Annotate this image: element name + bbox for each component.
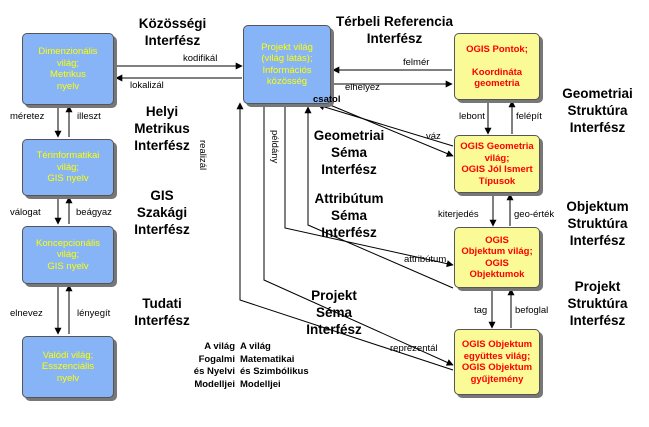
arrow-objektum-projekt <box>304 106 454 289</box>
iface-gis-szakagi: GIS Szakági Interfész <box>134 188 190 237</box>
arrow-vaz <box>317 103 454 147</box>
iface-projekt-struktura: Projekt Struktúra Interfész <box>567 279 628 328</box>
box-terinformatikai-vilag: Térinformatikai világ; GIS nyelv <box>22 139 114 196</box>
label-lenyegit: lényegít <box>77 308 111 319</box>
label-kiterjedes: kiterjedés <box>438 209 479 220</box>
label-csatol: csatol <box>313 94 341 105</box>
arrow-peldany <box>263 107 454 366</box>
box-ogis-egyuttes: OGIS Objektum együttes világ; OGIS Objek… <box>454 329 540 395</box>
box-projekt-vilag: Projekt világ (világ látás); Információs… <box>243 25 331 104</box>
arrow-realizal <box>236 102 454 371</box>
box-valodi-vilag: Valódi világ; Esszenciális nyelv <box>22 336 114 398</box>
iface-geometriai-struktura: Geometriai Struktúra Interfész <box>562 86 633 135</box>
iface-projekt-sema: Projekt Séma Interfész <box>306 288 362 337</box>
label-illeszt: illeszt <box>77 111 101 122</box>
label-attributum: attribútum <box>404 254 447 265</box>
iface-objektum-struktura: Objektum Struktúra Interfész <box>566 199 629 248</box>
arrow-attributum <box>284 107 454 268</box>
iface-geometriai-sema: Geometriai Séma Interfész <box>313 128 385 177</box>
label-befoglal: befoglal <box>515 305 549 316</box>
box-ogis-geometria: OGIS Geometria világ; OGIS Jól Ismert Tí… <box>454 135 540 193</box>
label-tag: tag <box>474 305 488 316</box>
box-ogis-pontok: OGIS Pontok; Koordináta geometria <box>454 33 540 100</box>
label-realizal: realizál <box>197 140 208 171</box>
label-beagyaz: beágyaz <box>76 207 112 218</box>
label-elnevez: elnevez <box>10 308 43 319</box>
label-valogat: válogat <box>10 207 41 218</box>
label-elhelyez: elhelyez <box>345 82 380 93</box>
iface-tudati: Tudati Interfész <box>134 296 190 328</box>
label-felepit: felépít <box>516 111 542 122</box>
label-lebont: lebont <box>459 111 485 122</box>
arrow-csatol <box>317 99 454 157</box>
label-geo-ertek: geo-érték <box>514 209 555 220</box>
iface-attributum-sema: Attribútum Séma Interfész <box>314 191 384 240</box>
label-kodifikal: kodifikál <box>183 53 218 64</box>
box-ogis-objektum: OGIS Objektum világ; OGIS Objektumok <box>454 227 540 288</box>
label-vaz: váz <box>426 131 441 142</box>
caption-matematikai-modellek: A világ Matematikai és Szimbólikus Model… <box>240 341 309 390</box>
label-felmer: felmér <box>403 57 430 68</box>
label-reprezental: reprezentál <box>390 343 438 354</box>
iface-terbeli-referencia: Térbeli Referencia Interfész <box>335 14 454 46</box>
box-koncepcionalis-vilag: Koncepcionális világ; GIS nyelv <box>22 226 114 284</box>
iface-helyi-metrikus: Helyi Metrikus Interfész <box>134 104 190 153</box>
label-lokalizal: lokalizál <box>130 80 164 91</box>
label-peldany: példány <box>269 130 280 164</box>
label-meretez: méretez <box>10 111 45 122</box>
box-dimenzionalis-vilag: Dimenzionális világ; Metrikus nyelv <box>22 33 114 105</box>
caption-fogalmi-modellek: A világ Fogalmi és Nyelvi Modelljei <box>193 341 235 390</box>
iface-kozossegi: Közösségi Interfész <box>138 16 207 48</box>
